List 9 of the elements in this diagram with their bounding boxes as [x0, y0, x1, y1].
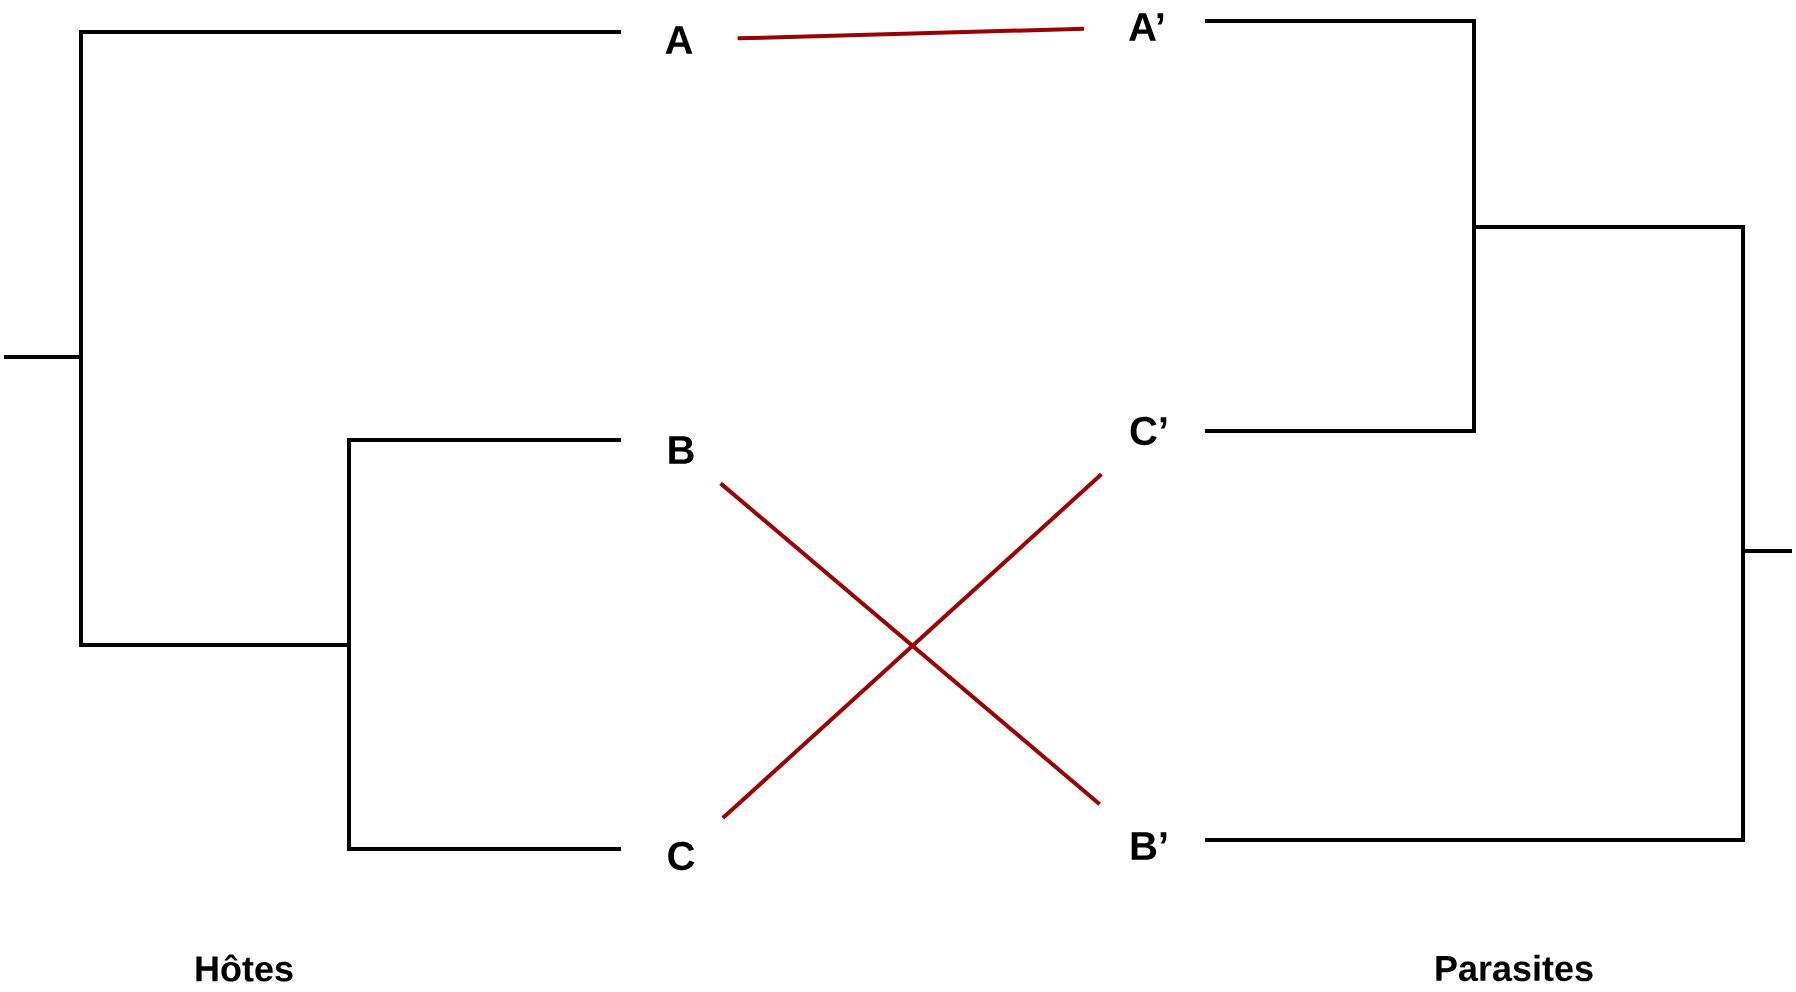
taxon-label: A: [665, 26, 693, 54]
taxon-label: A’: [1129, 13, 1164, 41]
group-label: Parasites: [1436, 954, 1593, 982]
taxon-label: C: [668, 841, 695, 871]
taxon-label: C’: [1130, 416, 1167, 446]
taxon-label: B: [669, 436, 694, 464]
group-label: Hôtes: [196, 954, 293, 982]
link-line: [737, 26, 1084, 41]
taxon-label: B’: [1131, 832, 1167, 860]
